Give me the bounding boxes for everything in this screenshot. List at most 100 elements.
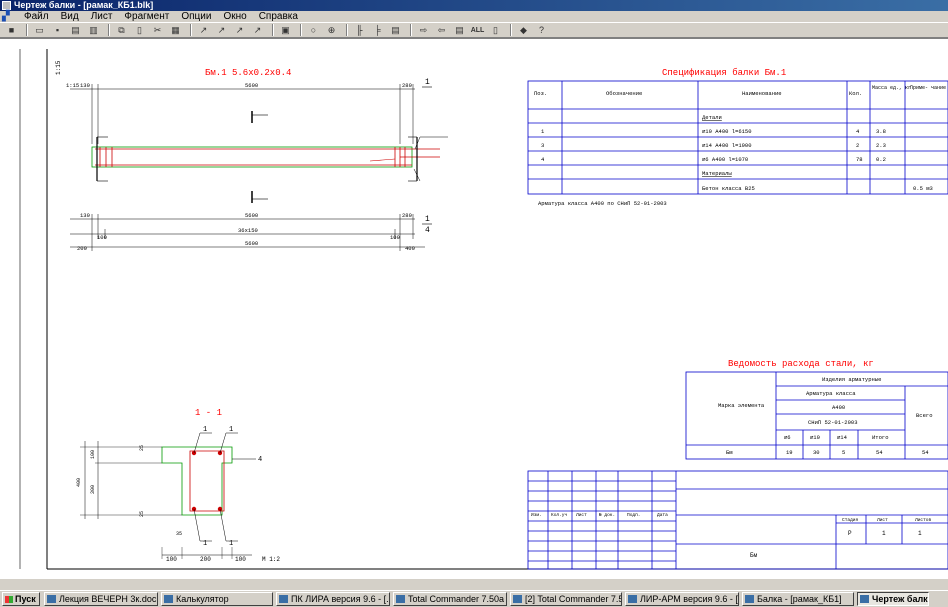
section-dim-bottom-offset: 25 [139,511,145,517]
calculator-icon [164,595,173,603]
dim-3-icon[interactable]: ▤ [391,24,400,35]
bottom-dim-2-middle: 36х150 [238,227,258,234]
stamp-sheet-header: Лист [877,517,888,523]
open-icon[interactable]: ▭ [35,24,44,35]
top-dim-left: 130 [80,82,90,89]
menu-options[interactable]: Опции [181,11,212,22]
taskbar-item-calculator[interactable]: Калькулятор [161,592,273,606]
calc-icon[interactable]: ▣ [281,24,290,35]
bottom-dim-2-left: 100 [97,234,107,241]
bottom-dim-2-right: 100 [390,234,400,241]
document-icon[interactable]: ▞ [2,10,10,22]
stamp-sheet-value: 1 [882,530,886,537]
taskbar-item-lir-arm[interactable]: ЛИР-АРМ версия 9.6 - [... [625,592,739,606]
word-icon [47,595,56,603]
spec-header-note: Приме- чание [910,85,946,91]
menu-sheet[interactable]: Лист [90,11,113,22]
taskbar-label: ПК ЛИРА версия 9.6 - [... [291,594,390,604]
tool-2-icon[interactable]: ↗ [217,24,226,35]
tool-4-icon[interactable]: ↗ [253,24,262,35]
bottom-dim-3-middle: 5600 [245,240,258,247]
dim-2-icon[interactable]: ╞ [374,24,381,35]
spec-header-designation: Обозначение [606,90,642,97]
menu-help[interactable]: Справка [258,11,298,22]
arrow-right-icon[interactable]: ⇨ [419,24,428,35]
tool-1-icon[interactable]: ↗ [199,24,208,35]
paste-icon[interactable]: ▯ [137,24,142,35]
frame-icon[interactable]: ▯ [493,24,498,35]
new-icon[interactable]: ■ [8,24,15,35]
insert-icon[interactable]: ▦ [171,24,180,35]
steel-col-items: Изделия арматурные [822,376,881,383]
floppy-icon [396,595,405,603]
arrow-left-icon[interactable]: ⇦ [437,24,446,35]
taskbar-item-lira[interactable]: ПК ЛИРА версия 9.6 - [... [276,592,390,606]
steel-table-grid [685,371,948,460]
start-button[interactable]: Пуск [2,592,40,606]
save-icon[interactable]: ▪ [55,24,60,35]
copy-icon[interactable]: ⧉ [118,24,125,35]
frac-bottom-den: 4 [425,226,430,235]
all-icon[interactable]: ALL [470,26,485,34]
taskbar-item-drawing[interactable]: Чертеж балк [857,592,929,606]
taskbar-item-total-commander-2[interactable]: [2] Total Commander 7.5... [510,592,622,606]
steel-sub-itogo: Итого [872,434,889,441]
steel-col-class: Арматура класса [806,390,856,397]
section-mark-br: 1 [229,540,233,548]
scale-mark-label: 1:15 [66,82,79,89]
section-mark-side: 4 [258,456,262,464]
stamp-sheets-value: 1 [918,530,922,537]
menu-fragment[interactable]: Фрагмент [124,11,170,22]
section-dim-bottom-right: 100 [235,556,246,563]
tool-3-icon[interactable]: ↗ [235,24,244,35]
taskbar-item-total-commander[interactable]: Total Commander 7.50a ... [393,592,507,606]
taskbar-label: Чертеж балк [872,594,928,604]
toolbar-separator [510,24,512,36]
section-dim-lower: 300 [90,485,96,494]
stamp-grid [527,470,948,570]
taskbar-item-word[interactable]: Лекция ВЕЧЕРН 3к.doc ... [44,592,158,606]
app-icon [2,1,11,10]
steel-col-a400: А400 [832,404,845,411]
menu-view[interactable]: Вид [60,11,79,22]
floppy-icon [513,595,522,603]
cut-icon[interactable]: ✂ [153,24,162,35]
print-preview-icon[interactable]: ▤ [71,24,80,35]
section-outline [161,446,233,516]
steel-row-d6: 19 [786,449,793,456]
stamp-stage-value: Р [848,530,852,537]
table-icon[interactable]: ▤ [455,24,464,35]
spec-cell-qty: 2 [856,142,859,149]
toolbar-separator [190,24,192,36]
zoom-out-icon[interactable]: ○ [310,24,317,35]
spec-title: Спецификация балки Бм.1 [662,68,786,78]
window-title: Чертеж балки - [рамак_КБ1.blk] [14,0,154,10]
steel-sub-d6: ⌀6 [784,434,791,441]
section-mark-tl: 1 [203,426,207,434]
menu-window[interactable]: Окно [223,11,247,22]
taskbar-label: Total Commander 7.50a ... [408,594,507,604]
spec-cell-pos: 1 [541,128,545,135]
spec-cell-pos: 4 [541,156,545,163]
spec-cell-name: ⌀14 А400 l=1900 [702,142,752,149]
horizontal-scrollbar[interactable] [0,578,948,590]
taskbar-item-beam[interactable]: Балка - [рамак_КБ1] [742,592,854,606]
drawing-area[interactable]: 1:15 Бм.1 5.6х0.2х0.4 1:15 130 5600 280 … [0,38,948,578]
book-icon[interactable]: ◆ [520,24,527,35]
stamp-header-date: Дата [657,512,668,518]
stamp-header-izm: Изм. [531,512,542,518]
spec-cell-mass: 2.3 [876,142,886,149]
toolbar-separator [300,24,302,36]
help-icon[interactable]: ? [538,24,544,35]
taskbar-label: Калькулятор [176,594,229,604]
section-title: 1 - 1 [195,408,222,418]
zoom-in-icon[interactable]: ⊕ [327,24,336,35]
stamp-header-kol: Кол.уч [551,512,568,518]
drawing-icon [860,595,869,603]
bottom-dim-3-left: 200 [77,245,87,252]
lir-arm-icon [628,595,637,603]
print-icon[interactable]: ▥ [89,24,98,35]
dim-1-icon[interactable]: ╟ [356,24,363,35]
menu-file[interactable]: Файл [24,11,49,22]
